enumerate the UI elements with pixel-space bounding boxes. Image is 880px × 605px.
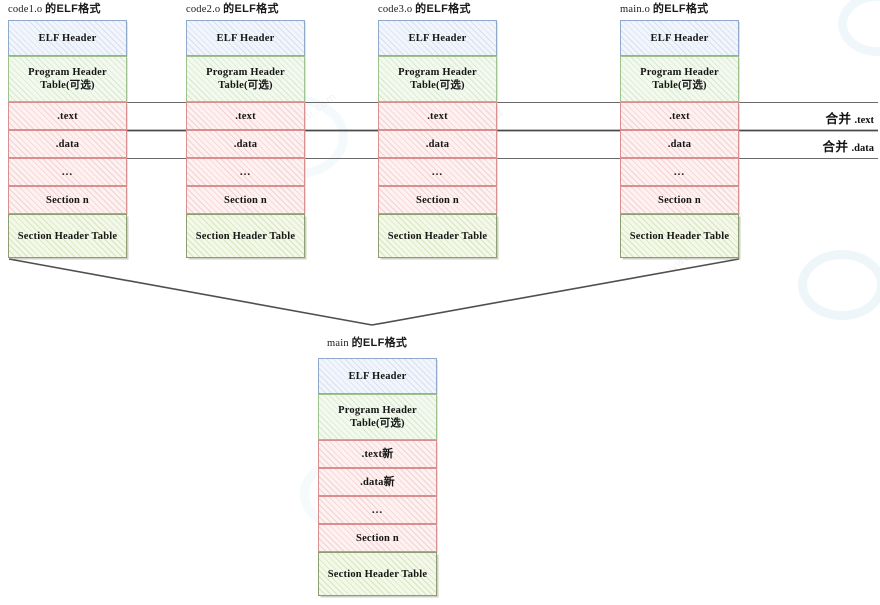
column-title-main: main 的ELF格式 (327, 336, 407, 351)
block-data-section-new[interactable]: .data 新 (318, 468, 437, 496)
block-program-header-table[interactable]: Program Header Table(可选) (378, 56, 497, 102)
program-header-line1: Program Header (338, 405, 417, 416)
block-data-section[interactable]: .data (8, 130, 127, 158)
program-header-line1: Program Header (640, 67, 719, 78)
stack-main: ELF Header Program Header Table(可选) .tex… (318, 358, 437, 598)
watermark-ring-top-right (838, 0, 880, 56)
block-program-header-table[interactable]: Program Header Table(可选) (318, 394, 437, 440)
block-text-section[interactable]: .text (378, 102, 497, 130)
block-section-header-table[interactable]: Section Header Table (620, 214, 739, 258)
block-elf-header[interactable]: ELF Header (378, 20, 497, 56)
stack-code2: ELF Header Program Header Table(可选) .tex… (186, 20, 305, 260)
column-title-suffix: 的ELF格式 (652, 3, 709, 15)
block-data-section[interactable]: .data (186, 130, 305, 158)
stack-code3: ELF Header Program Header Table(可选) .tex… (378, 20, 497, 260)
program-header-line2: Table(可选) (40, 80, 95, 91)
merge-label-text: 合并.text (825, 108, 874, 128)
block-section-header-table[interactable]: Section Header Table (318, 552, 437, 596)
program-header-line2: Table(可选) (652, 80, 707, 91)
program-header-line2: Table(可选) (218, 80, 273, 91)
column-title-suffix: 的ELF格式 (223, 3, 279, 15)
stack-maino: ELF Header Program Header Table(可选) .tex… (620, 20, 739, 260)
column-title-maino: main.o 的ELF格式 (620, 2, 708, 17)
block-section-n[interactable]: Section n (620, 186, 739, 214)
block-ellipsis-section[interactable]: ... (8, 158, 127, 186)
block-data-section[interactable]: .data (378, 130, 497, 158)
block-program-header-table[interactable]: Program Header Table(可选) (186, 56, 305, 102)
column-title-suffix: 的ELF格式 (351, 337, 408, 349)
block-program-header-table[interactable]: Program Header Table(可选) (8, 56, 127, 102)
block-elf-header[interactable]: ELF Header (318, 358, 437, 394)
merge-label-text-section: .text (854, 115, 874, 126)
column-title-prefix: main.o (620, 4, 653, 15)
program-header-line2: Table(可选) (350, 418, 405, 429)
block-elf-header[interactable]: ELF Header (186, 20, 305, 56)
block-section-n[interactable]: Section n (8, 186, 127, 214)
block-text-section[interactable]: .text (186, 102, 305, 130)
block-ellipsis-section[interactable]: ... (378, 158, 497, 186)
block-elf-header[interactable]: ELF Header (620, 20, 739, 56)
block-section-n[interactable]: Section n (318, 524, 437, 552)
new-badge-data: 新 (383, 475, 395, 488)
block-section-header-table[interactable]: Section Header Table (378, 214, 497, 258)
program-header-line1: Program Header (28, 67, 107, 78)
column-title-code2: code2.o 的ELF格式 (186, 2, 279, 17)
block-program-header-table[interactable]: Program Header Table(可选) (620, 56, 739, 102)
stack-code1: ELF Header Program Header Table(可选) .tex… (8, 20, 127, 260)
block-section-n[interactable]: Section n (186, 186, 305, 214)
block-text-section[interactable]: .text (8, 102, 127, 130)
block-section-n[interactable]: Section n (378, 186, 497, 214)
program-header-line2: Table(可选) (410, 80, 465, 91)
block-elf-header[interactable]: ELF Header (8, 20, 127, 56)
merge-label-data-cn: 合并 (822, 140, 849, 154)
column-title-prefix: code3.o (378, 4, 416, 15)
column-title-code3: code3.o 的ELF格式 (378, 2, 471, 17)
column-title-prefix: code1.o (8, 4, 46, 15)
block-ellipsis-section[interactable]: ... (318, 496, 437, 524)
program-header-line1: Program Header (398, 67, 477, 78)
block-ellipsis-section[interactable]: ... (620, 158, 739, 186)
block-ellipsis-section[interactable]: ... (186, 158, 305, 186)
block-section-header-table[interactable]: Section Header Table (8, 214, 127, 258)
column-title-suffix: 的ELF格式 (415, 3, 471, 15)
watermark-ring-mid-right (798, 250, 880, 320)
new-badge-text: 新 (382, 447, 394, 460)
column-title-prefix: code2.o (186, 4, 224, 15)
block-section-header-table[interactable]: Section Header Table (186, 214, 305, 258)
block-data-section[interactable]: .data (620, 130, 739, 158)
merge-label-data-section: .data (851, 143, 874, 154)
merge-label-text-cn: 合并 (825, 112, 852, 126)
block-text-section[interactable]: .text (620, 102, 739, 130)
merge-label-data: 合并.data (823, 136, 874, 156)
column-title-suffix: 的ELF格式 (45, 3, 101, 15)
column-title-prefix: main (327, 338, 352, 349)
block-text-section-new[interactable]: .text 新 (318, 440, 437, 468)
program-header-line1: Program Header (206, 67, 285, 78)
column-title-code1: code1.o 的ELF格式 (8, 2, 101, 17)
